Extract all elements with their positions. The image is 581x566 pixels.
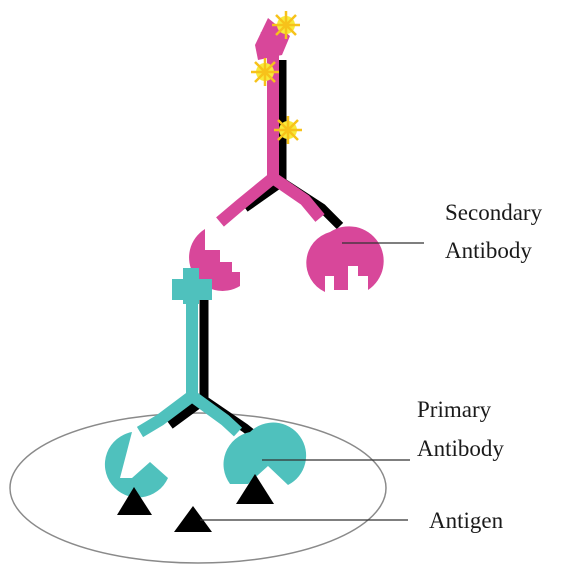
fluorophore-icon <box>272 11 300 39</box>
primary-antibody <box>105 268 306 497</box>
fluorophore-icon <box>274 116 302 144</box>
primary-antibody-label-line2: Antibody <box>417 436 504 461</box>
primary-fab-left <box>105 432 168 497</box>
primary-antibody-label-line1: Primary <box>417 397 492 422</box>
secondary-antibody-label-line2: Antibody <box>445 238 532 263</box>
secondary-fab-right <box>306 226 383 292</box>
fluorophore-icon <box>251 58 279 86</box>
secondary-antibody-label-line1: Secondary <box>445 200 543 225</box>
secondary-antibody <box>189 11 384 292</box>
antigen-label: Antigen <box>429 508 504 533</box>
antigen-triangle <box>174 506 212 532</box>
cell-outline <box>10 413 386 563</box>
secondary-antibody-shadow <box>245 60 340 226</box>
